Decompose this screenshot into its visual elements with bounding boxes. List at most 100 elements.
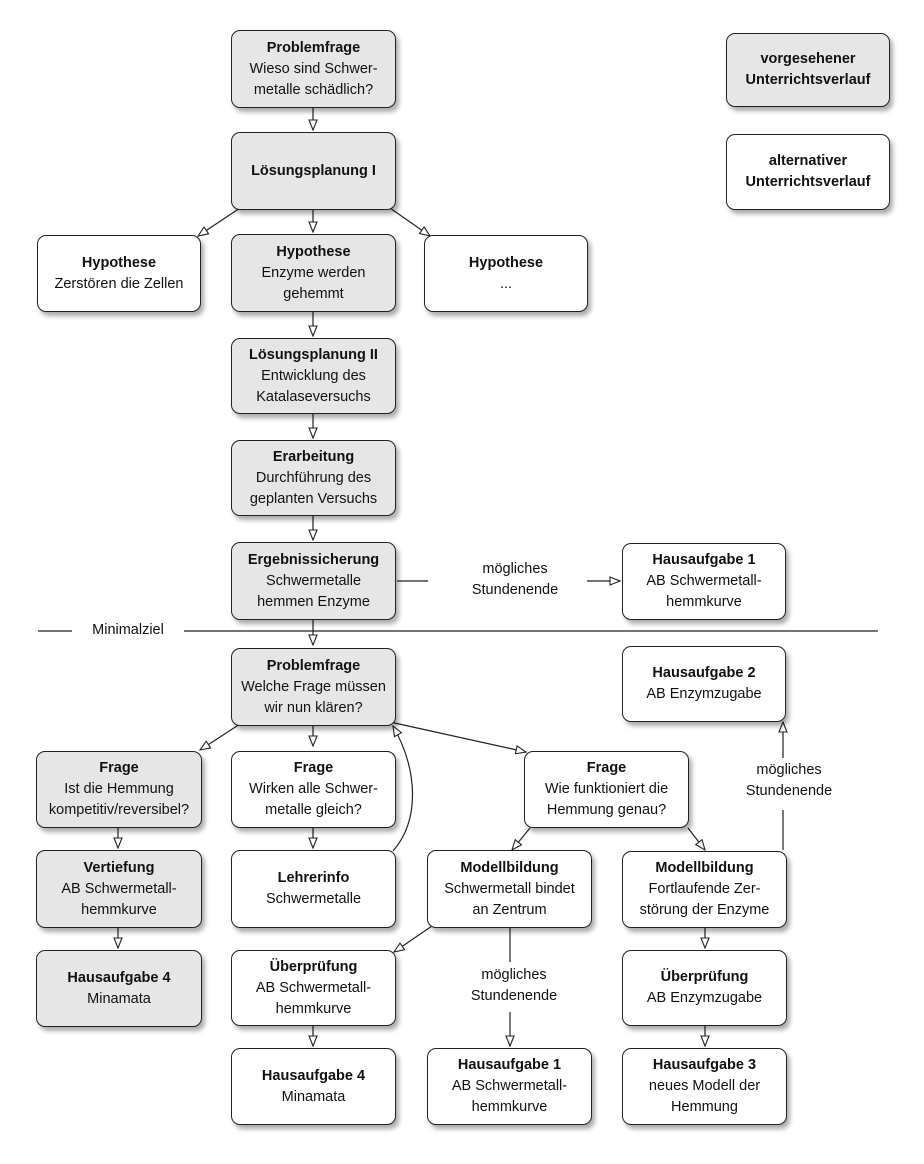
node-title: Lehrerinfo	[277, 870, 350, 886]
node-text-line: Enzyme werden	[261, 264, 366, 281]
node-text-line: Minamata	[281, 1088, 346, 1105]
node-title: Frage	[293, 760, 334, 776]
node-title: Problemfrage	[266, 657, 361, 674]
node-title: Hausaufgabe 1	[652, 552, 756, 568]
node-vertiefung: Vertiefung AB Schwermetall-hemmkurve	[36, 850, 202, 928]
node-title: Hypothese	[468, 254, 544, 271]
label-stundenende-top-line-1: mögliches	[482, 561, 548, 577]
node-text-line: Hemmung	[671, 1099, 738, 1115]
node-text-line: AB Enzymzugabe	[646, 686, 762, 702]
node-loesungsplanung-1: Lösungsplanung I	[231, 132, 396, 210]
node-text-line: Ist die Hemmung	[64, 781, 174, 797]
node-text-line: Wirken alle Schwer-	[249, 781, 378, 797]
node-text-line: AB Enzymzugabe	[646, 990, 763, 1006]
node-text-line: AB Schwermetall-	[451, 1078, 568, 1094]
node-text-line: Entwicklung des	[261, 367, 366, 384]
node-text-line: Fortlaufende Zer-	[648, 881, 761, 897]
node-text-line: Zerstören die Zellen	[54, 275, 184, 292]
node-text-line: Wieso sind Schwer-	[249, 60, 378, 77]
node-title: Problemfrage	[266, 39, 361, 56]
edge-frage-genau-modell1	[512, 827, 531, 850]
node-ueberpruefung-2: Überprüfung AB Enzymzugabe	[622, 950, 787, 1026]
node-text-line: Welche Frage müssen	[241, 678, 386, 695]
node-text-line: hemmkurve	[275, 1000, 352, 1017]
edge-problemfrage2-frage-genau	[389, 721, 526, 752]
node-title: Hypothese	[81, 254, 157, 271]
node-text-line: kompetitiv/reversibel?	[48, 802, 190, 818]
node-text-line: Katalaseversuchs	[256, 388, 371, 405]
minimalziel-label: Minimalziel	[80, 620, 176, 641]
label-stundenende-mid-line-2: Stundenende	[470, 988, 558, 1004]
node-title: Hausaufgabe 4	[261, 1067, 366, 1084]
legend-primary-text: vorgesehener Unterrichtsverlauf	[745, 51, 871, 88]
node-title: Überprüfung	[660, 969, 749, 985]
node-hypothese-other: Hypothese...	[424, 235, 588, 312]
node-title: Hypothese	[276, 243, 351, 260]
node-text-line: Wie funktioniert die	[544, 781, 669, 797]
node-title: Frage	[586, 760, 627, 776]
node-title: Vertiefung	[83, 859, 155, 876]
node-text-line: AB Schwermetall-	[646, 573, 762, 589]
edge-frage-genau-modell2	[687, 827, 705, 850]
label-stundenende-top-line-2: Stundenende	[471, 582, 559, 598]
node-text-line: AB Schwermetall-	[61, 880, 177, 897]
node-text-line: störung der Enzyme	[639, 902, 770, 918]
node-title: Hausaufgabe 3	[652, 1057, 757, 1073]
label-stundenende-right-line-2: Stundenende	[745, 783, 833, 799]
label-stundenende-mid: mögliches Stundenende	[449, 965, 579, 1007]
edge-loesung1-hyp-zellen	[198, 207, 241, 236]
edge-problemfrage2-frage-hemmung	[200, 723, 241, 750]
node-title: Hausaufgabe 2	[652, 665, 756, 681]
label-stundenende-right-line-1: mögliches	[756, 762, 822, 778]
node-text-line: ...	[499, 275, 513, 292]
node-title: Hausaufgabe 4	[67, 969, 171, 986]
node-hausaufgabe-2: Hausaufgabe 2 AB Enzymzugabe	[622, 646, 786, 722]
node-title: Erarbeitung	[272, 448, 355, 465]
node-title: Frage	[99, 760, 139, 776]
edge-lehrerinfo-problemfrage2	[393, 726, 414, 852]
node-text-line: Schwermetalle	[265, 891, 362, 907]
node-text-line: neues Modell der	[648, 1078, 761, 1094]
node-title: Lösungsplanung I	[251, 162, 376, 179]
node-text-line: geplanten Versuchs	[249, 490, 378, 507]
node-text-line: metalle schädlich?	[253, 81, 374, 98]
node-text-line: hemmen Enzyme	[257, 593, 370, 610]
node-title: Modellbildung	[655, 860, 754, 876]
node-title: Hausaufgabe 1	[457, 1057, 562, 1073]
node-title: Ergebnissicherung	[247, 551, 380, 568]
legend-primary: vorgesehener Unterrichtsverlauf	[726, 33, 890, 107]
label-stundenende-top: mögliches Stundenende	[450, 559, 580, 601]
edge-loesung1-hyp-other	[389, 207, 430, 236]
node-hausaufgabe-4-mid: Hausaufgabe 4 Minamata	[231, 1048, 396, 1125]
node-ueberpruefung-1: Überprüfung AB Schwermetall-hemmkurve	[231, 950, 396, 1026]
node-text-line: gehemmt	[283, 285, 344, 302]
node-title: Modellbildung	[460, 859, 559, 876]
node-text-line: Schwermetalle	[265, 572, 362, 589]
node-text-line: Hemmung genau?	[546, 802, 667, 818]
node-text-line: hemmkurve	[81, 901, 157, 918]
legend-alternative: alternativer Unterrichtsverlauf	[726, 134, 890, 210]
node-text-line: Durchführung des	[255, 469, 372, 486]
node-text-line: Minamata	[87, 990, 151, 1007]
node-text-line: Schwermetall bindet	[444, 880, 575, 897]
node-title: Überprüfung	[269, 958, 358, 975]
label-stundenende-right: mögliches Stundenende	[724, 760, 854, 802]
node-text-line: AB Schwermetall-	[255, 979, 372, 996]
label-stundenende-mid-line-1: mögliches	[481, 967, 547, 983]
node-text-line: metalle gleich?	[265, 802, 362, 818]
node-title: Lösungsplanung II	[249, 346, 378, 363]
